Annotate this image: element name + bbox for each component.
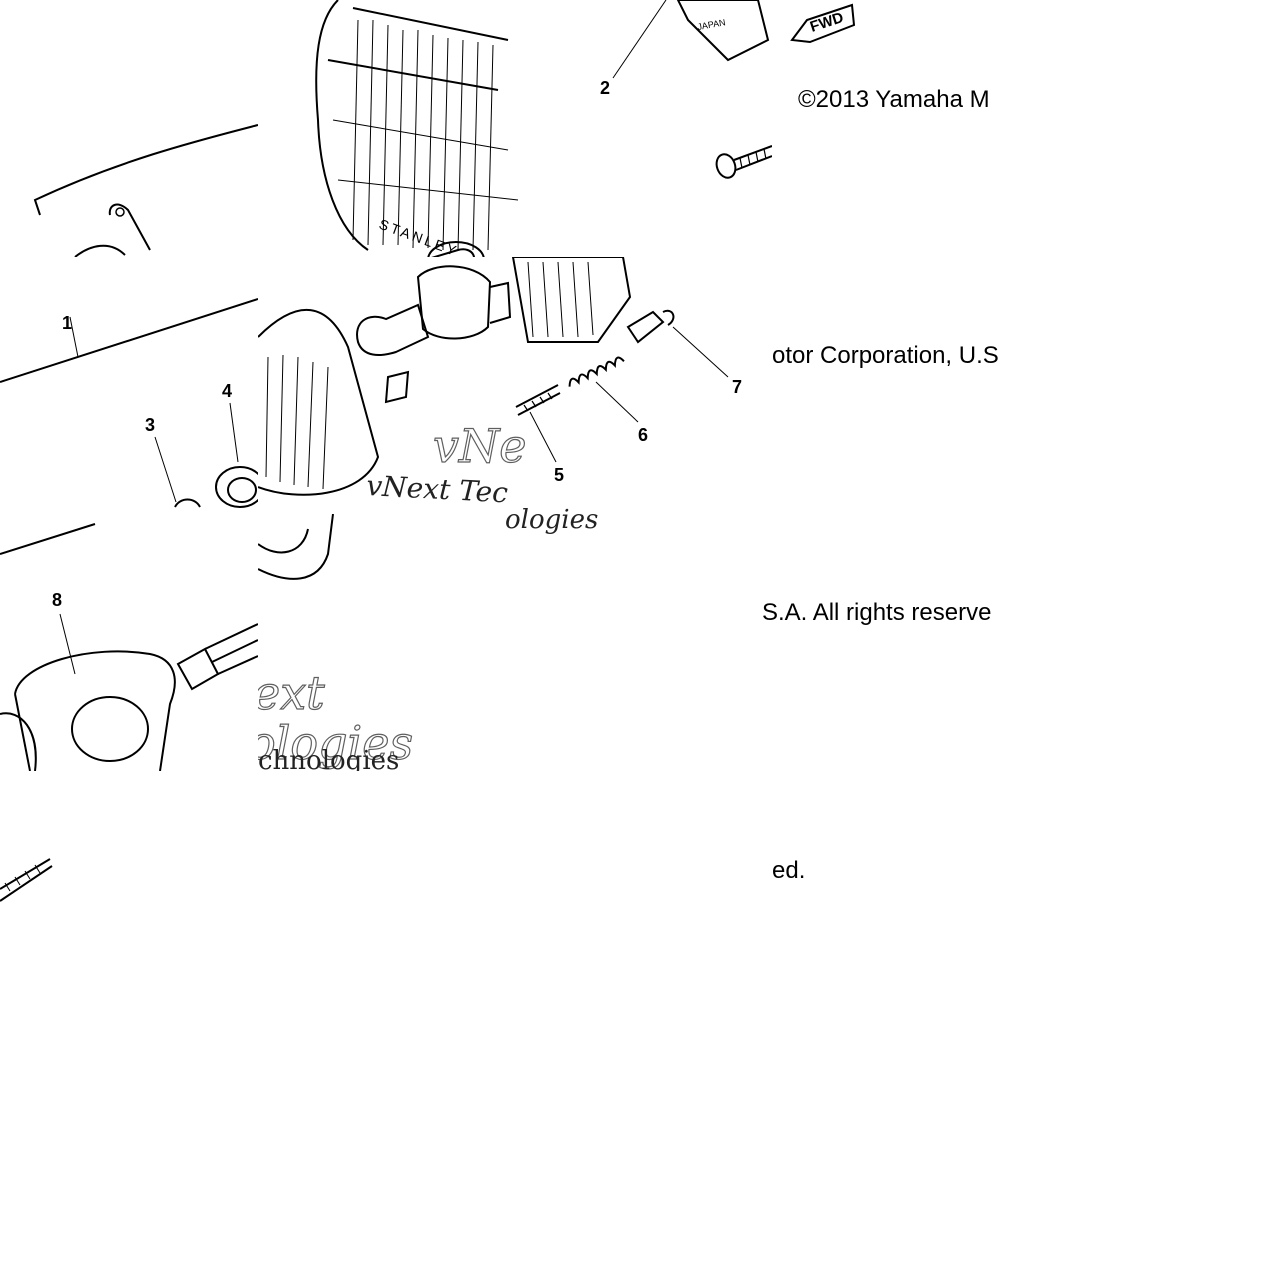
diagram-tile-bulb-assembly: 7 6 5 vNe vNext Tec xyxy=(258,257,772,514)
headlight-bulb-icon xyxy=(356,265,512,404)
diagram-tile-socket-cover: 8 xyxy=(0,514,258,771)
callout-7: 7 xyxy=(732,377,742,397)
copyright-line-2: otor Corporation, U.S xyxy=(772,342,999,369)
svg-text:ologies: ologies xyxy=(505,505,598,535)
svg-text:vNe: vNe xyxy=(433,419,526,473)
lamp-marking: STANLEY xyxy=(377,216,461,257)
svg-text:ologies: ologies xyxy=(258,716,413,770)
callout-2: 2 xyxy=(600,78,610,98)
svg-text:ext: ext xyxy=(258,666,325,720)
fwd-arrow-icon: FWD xyxy=(790,3,856,44)
callout-4: 4 xyxy=(222,381,232,401)
callout-6: 6 xyxy=(638,425,648,445)
label-fragment: JAPAN xyxy=(697,17,727,32)
copyright-line-4: ed. xyxy=(772,857,806,884)
adjuster-screw-icon xyxy=(515,384,561,416)
diagram-tile-housing-mid: 1 3 4 xyxy=(0,257,258,514)
diagram-tile-headlight-lens: STANLEY JAPAN 2 Techno xyxy=(258,0,772,257)
watermark-fragment: ologies xyxy=(500,500,670,540)
copyright-line-1: ©2013 Yamaha M xyxy=(798,86,990,113)
diagram-tile-wire xyxy=(0,771,55,906)
connector-icon xyxy=(176,623,258,691)
svg-text:vNext Tec: vNext Tec xyxy=(366,469,509,509)
screw-icon xyxy=(715,145,772,179)
callout-8: 8 xyxy=(52,590,62,610)
diagram-tile-fwd-arrow: FWD xyxy=(772,0,1029,120)
callout-1: 1 xyxy=(62,313,72,333)
callout-3: 3 xyxy=(145,415,155,435)
diagram-tile-housing-top xyxy=(0,120,258,257)
clip-icon xyxy=(626,309,675,344)
svg-text:chnologies: chnologies xyxy=(258,746,399,771)
spring-icon xyxy=(568,356,625,387)
callout-5: 5 xyxy=(554,465,564,485)
diagram-tile-rim-bottom: ext ologies chnologies xyxy=(258,514,515,771)
bulb-icon xyxy=(427,241,485,257)
copyright-line-3: S.A. All rights reserve xyxy=(762,599,992,626)
